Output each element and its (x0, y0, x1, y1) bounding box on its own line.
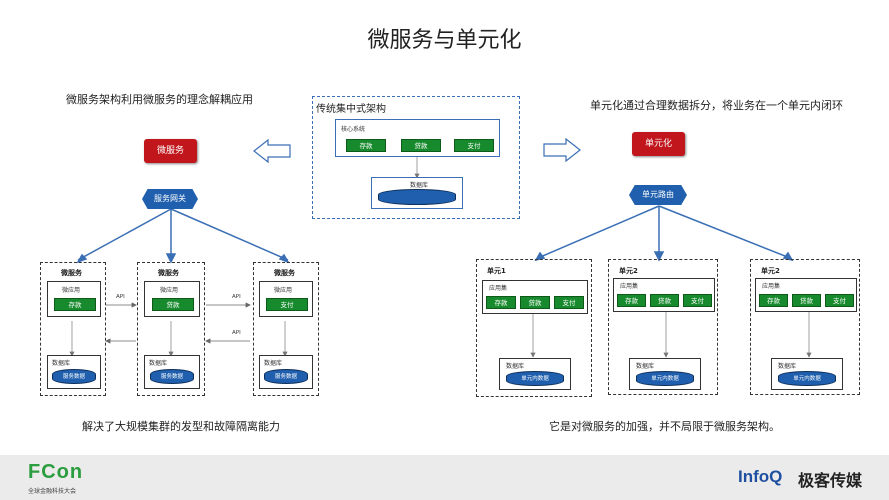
unit-module: 支付 (683, 294, 712, 307)
microservice-title: 微服务 (61, 269, 82, 277)
micro-db-label: 数据库 (149, 360, 168, 367)
unit-module: 贷款 (520, 296, 550, 309)
core-system-box: 核心系统 存款 贷款 支付 (335, 119, 500, 157)
microservice-title: 微服务 (274, 269, 295, 277)
unit-badge: 单元化 (632, 132, 685, 156)
unit-db-label: 数据库 (506, 363, 525, 370)
unit-db-cylinder: 单元内数据 (636, 371, 694, 386)
fcon-subtitle: 全球金融科技大会 (28, 488, 77, 495)
micro-app-box: 微应用 贷款 (144, 281, 200, 317)
unit-module: 支付 (825, 294, 854, 307)
center-db-cylinder (378, 189, 456, 205)
unit-module: 贷款 (650, 294, 679, 307)
micro-db-cylinder: 服务数据 (52, 369, 96, 384)
micro-db-cylinder: 服务数据 (150, 369, 194, 384)
api-label: API (232, 330, 241, 336)
center-db-box: 数据库 (371, 177, 463, 209)
app-set-box: 应用集 存款 贷款 支付 (482, 280, 588, 314)
gateway-line-1 (77, 208, 172, 261)
unit-box: 单元2 应用集 存款 贷款 支付 数据库 单元内数据 (750, 259, 860, 395)
microservice-box: 微服务 微应用 存款 数据库 服务数据 (40, 262, 106, 396)
center-module: 贷款 (401, 139, 441, 152)
unit-title: 单元1 (487, 267, 506, 275)
unit-module: 支付 (554, 296, 584, 309)
unit-db-box: 数据库 单元内数据 (499, 358, 571, 390)
micro-db-cylinder: 服务数据 (264, 369, 308, 384)
micro-app-box: 微应用 支付 (259, 281, 313, 317)
center-db-label: 数据库 (410, 182, 429, 189)
center-module: 存款 (346, 139, 386, 152)
unit-box: 单元2 应用集 存款 贷款 支付 数据库 单元内数据 (608, 259, 718, 395)
traditional-title: 传统集中式架构 (316, 104, 386, 115)
service-gateway: 服务网关 (142, 189, 198, 209)
api-label: API (232, 294, 241, 300)
unit-router: 单元路由 (629, 185, 687, 205)
unit-title: 单元2 (619, 267, 638, 275)
right-arrow-icon (543, 137, 581, 163)
micro-module: 支付 (266, 298, 308, 311)
unit-db-cylinder: 单元内数据 (506, 371, 564, 386)
microservice-box: 微服务 微应用 支付 数据库 服务数据 (253, 262, 319, 396)
api-label: API (116, 294, 125, 300)
micro-app-label: 微应用 (62, 287, 81, 294)
micro-module: 贷款 (152, 298, 194, 311)
micro-db-label: 数据库 (264, 360, 283, 367)
infoq-logo: InfoQ (738, 467, 783, 486)
micro-db-label: 数据库 (52, 360, 71, 367)
unit-db-box: 数据库 单元内数据 (771, 358, 843, 390)
unit-title: 单元2 (761, 267, 780, 275)
app-set-box: 应用集 存款 贷款 支付 (755, 278, 857, 312)
micro-db-box: 数据库 服务数据 (259, 355, 313, 389)
page-title: 微服务与单元化 (367, 28, 522, 53)
unit-module: 存款 (486, 296, 516, 309)
app-set-label: 应用集 (762, 283, 781, 290)
core-system-label: 核心系统 (341, 126, 366, 133)
microservice-title: 微服务 (158, 269, 179, 277)
fcon-logo: FCon (28, 461, 84, 483)
unit-module: 存款 (617, 294, 646, 307)
micro-app-label: 微应用 (274, 287, 293, 294)
microservice-box: 微服务 微应用 贷款 数据库 服务数据 (137, 262, 205, 396)
unit-box: 单元1 应用集 存款 贷款 支付 数据库 单元内数据 (476, 259, 592, 397)
unit-module: 贷款 (792, 294, 821, 307)
micro-app-label: 微应用 (160, 287, 179, 294)
micro-db-box: 数据库 服务数据 (144, 355, 200, 389)
microservice-badge: 微服务 (144, 139, 197, 163)
gateway-line-3 (170, 208, 289, 261)
router-line-1 (537, 205, 660, 259)
unit-db-cylinder: 单元内数据 (778, 371, 836, 386)
footer-bar: FCon 全球金融科技大会 InfoQ 极客传媒 (0, 455, 889, 500)
right-caption: 单元化通过合理数据拆分，将业务在一个单元内闭环 (590, 99, 843, 112)
microservice-bottom-caption: 解决了大规模集群的发型和故障隔离能力 (82, 420, 280, 433)
app-set-box: 应用集 存款 贷款 支付 (613, 278, 715, 312)
traditional-architecture: 传统集中式架构 核心系统 存款 贷款 支付 数据库 (312, 96, 520, 219)
router-line-3 (658, 205, 791, 259)
brand-name: 极客传媒 (798, 471, 863, 490)
left-caption: 微服务架构利用微服务的理念解耦应用 (66, 93, 253, 106)
micro-module: 存款 (54, 298, 96, 311)
app-set-label: 应用集 (620, 283, 639, 290)
app-set-label: 应用集 (489, 285, 508, 292)
unit-db-label: 数据库 (636, 363, 655, 370)
micro-db-box: 数据库 服务数据 (47, 355, 101, 389)
center-module: 支付 (454, 139, 494, 152)
unit-module: 存款 (759, 294, 788, 307)
micro-app-box: 微应用 存款 (47, 281, 101, 317)
left-arrow-icon (253, 138, 291, 164)
unit-bottom-caption: 它是对微服务的加强，并不局限于微服务架构。 (549, 420, 780, 433)
unit-db-label: 数据库 (778, 363, 797, 370)
unit-db-box: 数据库 单元内数据 (629, 358, 701, 390)
